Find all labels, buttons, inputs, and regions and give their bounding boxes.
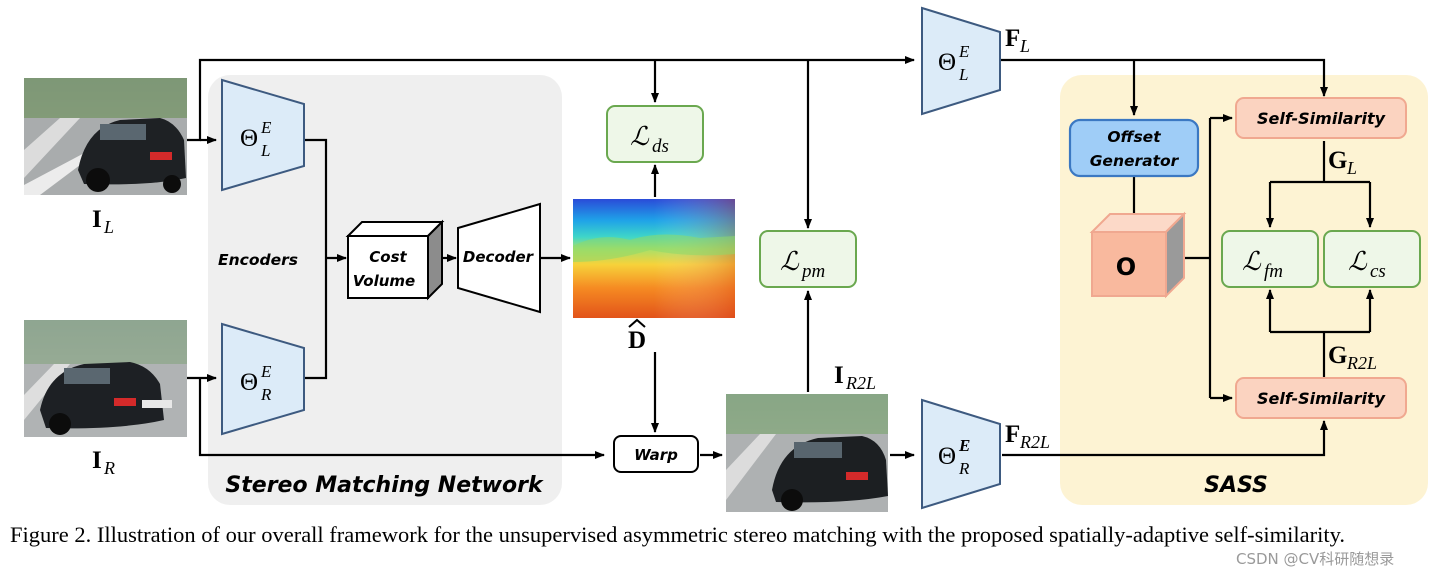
- loss-pm: ℒ pm: [759, 230, 857, 288]
- svg-text:ℒ: ℒ: [780, 247, 800, 276]
- label-i-r2l: I R2L: [834, 362, 876, 393]
- self-similarity-bottom: Self-Similarity: [1235, 377, 1407, 419]
- encoders-label: Encoders: [218, 251, 298, 269]
- svg-text:Cost: Cost: [369, 248, 407, 266]
- svg-text:F: F: [1005, 25, 1020, 52]
- svg-text:O: O: [1116, 253, 1136, 281]
- figure-caption: Figure 2. Illustration of our overall fr…: [10, 522, 1346, 547]
- svg-text:R: R: [958, 459, 970, 478]
- svg-text:cs: cs: [1370, 261, 1386, 282]
- svg-text:ℒ: ℒ: [1242, 247, 1262, 276]
- svg-text:E: E: [958, 436, 970, 455]
- svg-text:Θ: Θ: [938, 49, 956, 76]
- svg-text:E: E: [958, 42, 970, 61]
- label-i-left: I L: [92, 206, 114, 237]
- left-encoder: Θ E L: [221, 78, 305, 192]
- svg-text:Offset: Offset: [1107, 128, 1161, 146]
- label-f-l: F L: [1005, 25, 1030, 56]
- self-similarity-top: Self-Similarity: [1235, 97, 1407, 139]
- label-g-l: G L: [1328, 147, 1357, 178]
- loss-ds: ℒ ds: [606, 105, 704, 163]
- svg-text:L: L: [103, 217, 114, 237]
- label-f-r2l: F R2L: [1005, 421, 1050, 452]
- svg-text:G: G: [1328, 147, 1347, 174]
- label-g-r2l: G R2L: [1328, 342, 1377, 373]
- svg-text:L: L: [958, 65, 968, 84]
- right-encoder: Θ E R: [221, 322, 305, 436]
- svg-text:Θ: Θ: [938, 443, 956, 470]
- svg-text:Θ: Θ: [240, 369, 258, 396]
- svg-text:pm: pm: [800, 261, 825, 282]
- offset-generator: Offset Generator: [1068, 118, 1200, 178]
- label-i-right: I R: [92, 447, 115, 478]
- disparity-map: [573, 199, 735, 318]
- svg-text:E: E: [260, 362, 272, 381]
- svg-text:R2L: R2L: [845, 373, 876, 393]
- svg-text:L: L: [1346, 158, 1357, 178]
- svg-text:L: L: [1019, 36, 1030, 56]
- svg-text:F: F: [1005, 421, 1020, 448]
- svg-text:R: R: [260, 385, 272, 404]
- svg-text:I: I: [92, 447, 102, 474]
- svg-text:Generator: Generator: [1090, 152, 1180, 170]
- svg-text:I: I: [92, 206, 102, 233]
- warp-block: Warp: [613, 435, 699, 473]
- offset-cube: O: [1089, 211, 1187, 299]
- svg-text:I: I: [834, 362, 844, 389]
- bottom-feature-encoder: Θ E R: [921, 398, 1001, 510]
- warped-image: [726, 394, 888, 512]
- framework-diagram: Θ E L Θ E R Θ E L Θ E R Decoder Cost Vol…: [24, 6, 1428, 512]
- loss-cs: ℒ cs: [1323, 230, 1421, 288]
- sass-title: SASS: [1204, 473, 1268, 498]
- watermark: CSDN @CV科研随想录: [1236, 550, 1395, 568]
- svg-text:fm: fm: [1264, 261, 1283, 282]
- cost-volume-cube: Cost Volume: [345, 219, 445, 301]
- connections: [187, 56, 1374, 459]
- top-feature-encoder: Θ E L: [921, 6, 1001, 116]
- svg-text:Self-Similarity: Self-Similarity: [1257, 389, 1386, 408]
- svg-text:E: E: [260, 118, 272, 137]
- svg-text:Self-Similarity: Self-Similarity: [1257, 109, 1386, 128]
- svg-text:Θ: Θ: [240, 125, 258, 152]
- svg-text:Volume: Volume: [353, 272, 415, 290]
- svg-text:R2L: R2L: [1019, 432, 1050, 452]
- right-input-image: [24, 320, 187, 437]
- svg-text:Decoder: Decoder: [463, 248, 535, 266]
- svg-text:D: D: [628, 327, 646, 354]
- svg-text:R: R: [103, 458, 115, 478]
- decoder-block: Decoder: [457, 202, 541, 314]
- loss-fm: ℒ fm: [1221, 230, 1319, 288]
- svg-text:ℒ: ℒ: [1348, 247, 1368, 276]
- svg-text:ℒ: ℒ: [630, 122, 650, 151]
- label-disparity: D: [628, 318, 646, 354]
- left-input-image: [24, 78, 187, 195]
- svg-text:L: L: [260, 141, 270, 160]
- svg-text:ds: ds: [652, 136, 669, 157]
- svg-text:R2L: R2L: [1346, 353, 1377, 373]
- svg-text:G: G: [1328, 342, 1347, 369]
- svg-text:Warp: Warp: [634, 446, 678, 464]
- stereo-network-title: Stereo Matching Network: [225, 473, 544, 498]
